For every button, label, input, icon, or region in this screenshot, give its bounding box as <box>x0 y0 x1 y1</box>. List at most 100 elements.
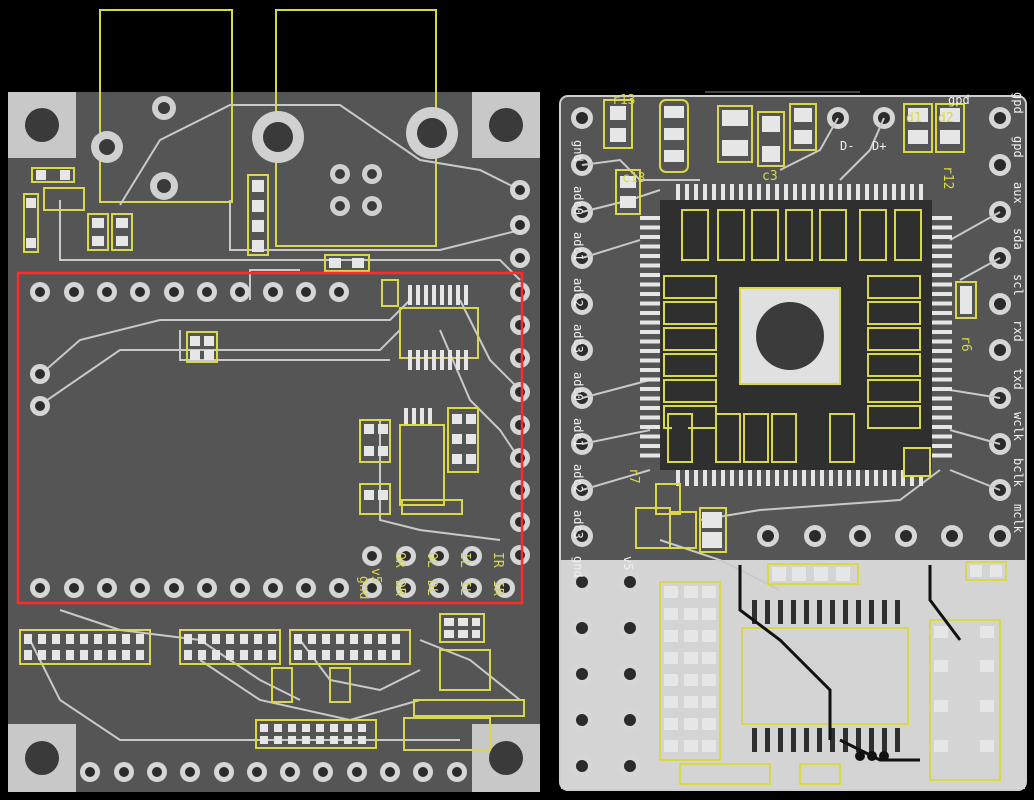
bottom-ic-pin-top <box>817 600 822 624</box>
qfp-pin-top <box>811 184 815 200</box>
label-txd: txd <box>1011 368 1025 390</box>
bottom-ic-pin-top <box>869 600 874 624</box>
qfp-pin-top <box>829 184 833 200</box>
qfp-pin-top <box>748 184 752 200</box>
qfp-pin-right <box>932 216 952 220</box>
inner-capacitor-outline <box>867 405 921 429</box>
bottom-ic-pin-bottom <box>882 728 887 752</box>
qfp-pin-bottom <box>901 470 905 486</box>
inner-capacitor-pad <box>790 214 808 232</box>
qfp-pin-bottom <box>802 470 806 486</box>
qfp-pin-left <box>640 377 660 382</box>
inner-capacitor-outline <box>743 413 769 463</box>
inner-capacitor-outline <box>867 327 921 351</box>
inner-capacitor-outline <box>829 413 855 463</box>
inner-capacitor-outline <box>663 327 717 351</box>
qfp-pin-top <box>703 184 707 200</box>
silk-label-v5: v5 <box>368 568 383 584</box>
label-r13: r13 <box>612 93 635 108</box>
qfp-pin-right <box>932 415 952 420</box>
silk-label-gnd: gnd <box>356 576 371 599</box>
qfp-pin-right <box>932 273 952 277</box>
qfp-pin-left <box>640 396 660 401</box>
label-adc0-b: adc0 <box>571 372 585 401</box>
inner-capacitor-pad <box>872 332 892 346</box>
qfp-pin-bottom <box>766 470 770 486</box>
qfp-pin-left <box>640 339 660 344</box>
qfp-pin-top <box>901 184 905 200</box>
qfp-pin-right <box>932 425 952 429</box>
inner-capacitor-pad <box>668 306 688 320</box>
label-d-minus: D- <box>840 139 854 153</box>
inner-capacitor-pad <box>776 418 792 434</box>
inner-capacitor-pad <box>896 358 916 372</box>
bottom-ic-pin-bottom <box>791 728 796 752</box>
inner-capacitor-pad <box>748 440 764 456</box>
qfp-pin-top <box>739 184 743 200</box>
left-header-bottom-row <box>30 578 515 598</box>
qfp-pin-bottom <box>910 470 914 486</box>
qfp-pin-top <box>676 184 680 200</box>
qfp-pin-left <box>640 320 660 325</box>
qfp-pin-top <box>775 184 779 200</box>
qfp-pin-right <box>932 292 952 296</box>
inner-capacitor-pad <box>872 358 892 372</box>
bottom-ic-pin-top <box>804 600 809 624</box>
inner-capacitor-outline <box>894 209 922 261</box>
right-bottom-left-pins <box>571 571 641 777</box>
inner-capacitor-outline <box>867 353 921 377</box>
qfp-pin-top <box>910 184 914 200</box>
inner-capacitor-pad <box>776 440 792 456</box>
inner-capacitor-pad <box>722 238 740 256</box>
qfp-pin-left <box>640 282 660 287</box>
qfp-pin-bottom <box>757 470 761 486</box>
silk-label-or: OR <box>392 552 407 568</box>
qfp-pin-top <box>784 184 788 200</box>
qfp-pin-right <box>932 311 952 315</box>
qfp-pin-top <box>730 184 734 200</box>
smd-cluster-top-left <box>23 167 133 253</box>
inner-capacitor-pad <box>686 214 704 232</box>
qfp-pin-right <box>932 377 952 382</box>
qfp-pin-right <box>932 453 952 458</box>
qfp-pin-bottom <box>874 470 878 486</box>
qfp-pin-bottom <box>775 470 779 486</box>
bottom-ic-pin-top <box>752 600 757 624</box>
qfp-pin-right <box>932 282 952 287</box>
inner-capacitor-outline <box>859 209 887 261</box>
qfp-pin-left <box>640 330 660 334</box>
right-middle-bottom-pins <box>757 525 963 547</box>
bottom-ic-pin-bottom <box>843 728 848 752</box>
inner-capacitor-pad <box>834 440 850 456</box>
qfp-pin-right <box>932 244 952 249</box>
silk-label-ir-2: IR <box>490 580 505 596</box>
inner-capacitor-outline <box>867 301 921 325</box>
qfp-pin-left <box>640 387 660 391</box>
silk-label-dr: DR <box>392 580 407 596</box>
qfp-pin-right <box>932 339 952 344</box>
inner-capacitor-pad <box>672 440 688 456</box>
qfp-pin-bottom <box>829 470 833 486</box>
inner-capacitor-pad <box>864 238 882 256</box>
bottom-ic-pin-bottom <box>830 728 835 752</box>
inner-capacitor-pad <box>722 214 740 232</box>
inner-capacitor-pad <box>824 214 842 232</box>
label-d-plus: D+ <box>872 139 886 153</box>
qfp-pin-top <box>694 184 698 200</box>
qfp-pin-bottom <box>703 470 707 486</box>
resistor-array-bottom-middle <box>179 629 411 665</box>
qfp-pin-right <box>932 406 952 410</box>
label-gpd-top: gpd <box>948 93 970 107</box>
bottom-ic-pin-top <box>830 600 835 624</box>
label-r6: r6 <box>958 336 973 352</box>
inner-capacitor-pad <box>668 280 688 294</box>
qfp-pin-top <box>838 184 842 200</box>
qfp-pin-left <box>640 425 660 429</box>
qfp-pin-top <box>757 184 761 200</box>
qfp-pin-right <box>932 254 952 258</box>
inner-capacitor-pad <box>692 280 712 294</box>
inner-capacitor-pad <box>896 306 916 320</box>
qfp-pin-right <box>932 235 952 239</box>
label-c13: c13 <box>622 171 645 186</box>
qfp-pin-bottom <box>919 470 923 486</box>
